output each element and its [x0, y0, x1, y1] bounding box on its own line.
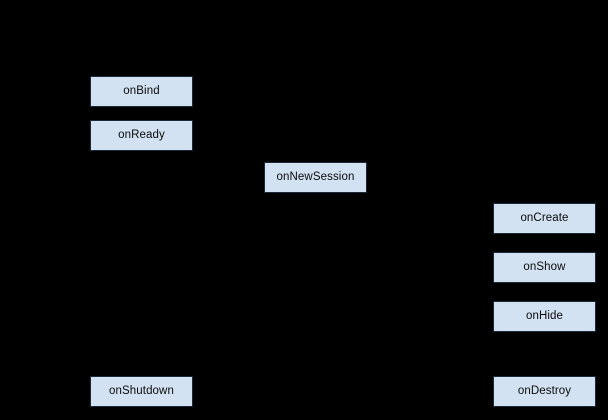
node-label: onDestroy — [517, 384, 572, 397]
node-label: onShow — [523, 260, 566, 273]
node-label: onNewSession — [276, 170, 355, 183]
node-on-create[interactable]: onCreate — [493, 203, 596, 234]
node-label: onBind — [123, 84, 160, 97]
node-label: onCreate — [520, 211, 569, 224]
node-label: onHide — [525, 309, 564, 322]
node-on-bind[interactable]: onBind — [90, 76, 193, 107]
node-on-new-session[interactable]: onNewSession — [264, 162, 367, 193]
node-on-show[interactable]: onShow — [493, 252, 596, 283]
node-label: onReady — [118, 128, 165, 141]
node-label: onShutdown — [109, 384, 174, 397]
node-on-shutdown[interactable]: onShutdown — [90, 376, 193, 407]
node-on-destroy[interactable]: onDestroy — [493, 376, 596, 407]
node-on-ready[interactable]: onReady — [90, 120, 193, 151]
node-on-hide[interactable]: onHide — [493, 301, 596, 332]
